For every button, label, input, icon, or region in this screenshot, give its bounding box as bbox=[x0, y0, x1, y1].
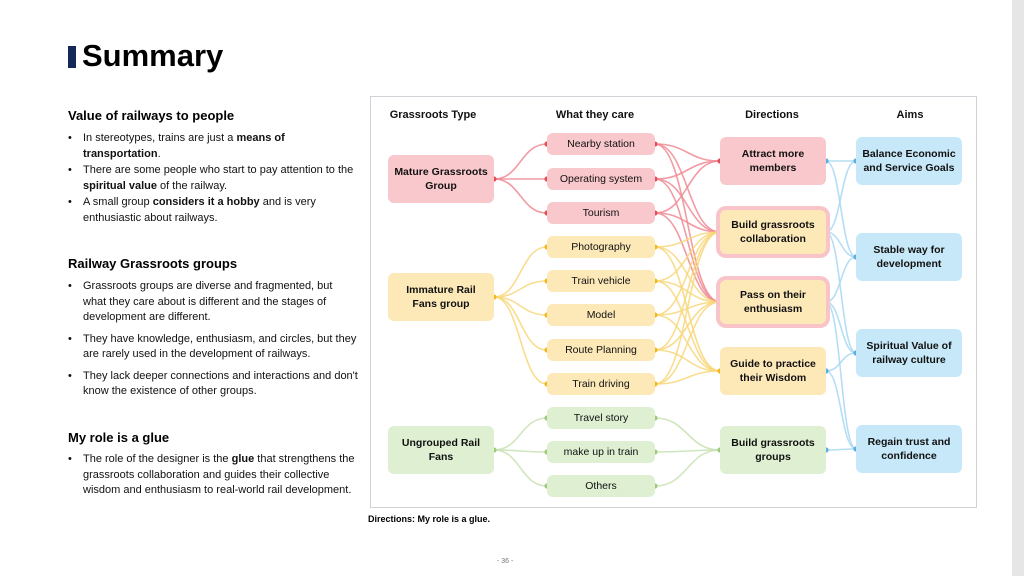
link-care-direction bbox=[654, 143, 721, 162]
link-direction-aim bbox=[825, 301, 857, 354]
role-bullet-list: The role of the designer is the glue tha… bbox=[68, 452, 358, 500]
care-node: Tourism bbox=[547, 202, 655, 224]
column-header-type: Grassroots Type bbox=[389, 109, 477, 121]
link-direction-aim bbox=[825, 160, 857, 258]
link-care-direction bbox=[654, 349, 721, 372]
groups-bullet: Grassroots groups are diverse and fragme… bbox=[68, 279, 358, 326]
link-type-care bbox=[493, 280, 548, 298]
column-header-aims: Aims bbox=[896, 109, 924, 121]
link-type-care bbox=[493, 178, 548, 214]
direction-node-attract: Attract more members bbox=[720, 137, 826, 185]
care-node: Train vehicle bbox=[547, 270, 655, 292]
title-accent-bar bbox=[68, 46, 76, 68]
value-bullet: There are some people who start to pay a… bbox=[68, 163, 358, 194]
link-direction-aim bbox=[825, 352, 857, 372]
link-care-direction bbox=[654, 160, 721, 180]
value-bullet: In stereotypes, trains are just a means … bbox=[68, 131, 358, 162]
link-direction-aim bbox=[825, 370, 857, 450]
role-bullet: The role of the designer is the glue tha… bbox=[68, 452, 358, 499]
care-node: Others bbox=[547, 475, 655, 497]
column-header-care: What they care bbox=[555, 109, 635, 121]
value-bullet: A small group considers it a hobby and i… bbox=[68, 195, 358, 226]
link-type-care bbox=[493, 246, 548, 298]
link-direction-aim bbox=[825, 231, 857, 354]
link-care-direction bbox=[654, 160, 721, 214]
link-type-care bbox=[493, 143, 548, 180]
care-node: Model bbox=[547, 304, 655, 326]
aim-node: Balance Economic and Service Goals bbox=[856, 137, 962, 185]
care-node: Photography bbox=[547, 236, 655, 258]
link-type-care bbox=[493, 417, 548, 451]
groups-bullet-list: Grassroots groups are diverse and fragme… bbox=[68, 279, 358, 401]
aim-node: Spiritual Value of railway culture bbox=[856, 329, 962, 377]
care-node: Operating system bbox=[547, 168, 655, 190]
direction-node-wisdom: Guide to practice their Wisdom bbox=[720, 347, 826, 395]
type-node-ungrouped: Ungrouped Rail Fans bbox=[388, 426, 494, 474]
value-bullet-list: In stereotypes, trains are just a means … bbox=[68, 131, 358, 227]
groups-bullet: They have knowledge, enthusiasm, and cir… bbox=[68, 332, 358, 363]
link-care-direction bbox=[654, 231, 721, 282]
section-heading-groups: Railway Grassroots groups bbox=[68, 256, 238, 271]
type-node-mature: Mature Grassroots Group bbox=[388, 155, 494, 203]
link-direction-aim bbox=[825, 231, 857, 258]
section-heading-role: My role is a glue bbox=[68, 430, 170, 445]
link-care-direction bbox=[654, 178, 721, 303]
aim-node: Stable way for development bbox=[856, 233, 962, 281]
link-direction-aim bbox=[825, 301, 857, 450]
care-node: Nearby station bbox=[547, 133, 655, 155]
direction-node-enthusiasm: Pass on their enthusiasm bbox=[720, 280, 826, 324]
link-care-direction bbox=[654, 301, 721, 385]
aim-node: Regain trust and confidence bbox=[856, 425, 962, 473]
link-care-direction bbox=[654, 231, 721, 385]
diagram-caption: Directions: My role is a glue. bbox=[368, 514, 491, 524]
link-care-direction bbox=[654, 417, 721, 451]
care-node: Train driving bbox=[547, 373, 655, 395]
link-type-care bbox=[493, 449, 548, 487]
groups-bullet: They lack deeper connections and interac… bbox=[68, 369, 358, 400]
direction-node-groups: Build grassroots groups bbox=[720, 426, 826, 474]
care-node: Route Planning bbox=[547, 339, 655, 361]
direction-node-collaboration: Build grassroots collaboration bbox=[720, 210, 826, 254]
type-node-immature: Immature Rail Fans group bbox=[388, 273, 494, 321]
link-direction-aim bbox=[825, 448, 857, 451]
link-direction-aim bbox=[825, 160, 857, 233]
section-heading-value: Value of railways to people bbox=[68, 108, 235, 123]
link-care-direction bbox=[654, 449, 721, 487]
care-node: make up in train bbox=[547, 441, 655, 463]
link-care-direction bbox=[654, 301, 721, 351]
link-type-care bbox=[493, 296, 548, 385]
link-care-direction bbox=[654, 178, 721, 233]
page-title: Summary bbox=[82, 38, 224, 73]
care-node: Travel story bbox=[547, 407, 655, 429]
column-header-directions: Directions bbox=[745, 109, 799, 121]
slide-edge bbox=[1012, 0, 1024, 576]
link-direction-aim bbox=[825, 256, 857, 303]
page-number: - 36 - bbox=[497, 558, 514, 565]
link-care-direction bbox=[654, 370, 721, 385]
link-care-direction bbox=[654, 212, 721, 233]
